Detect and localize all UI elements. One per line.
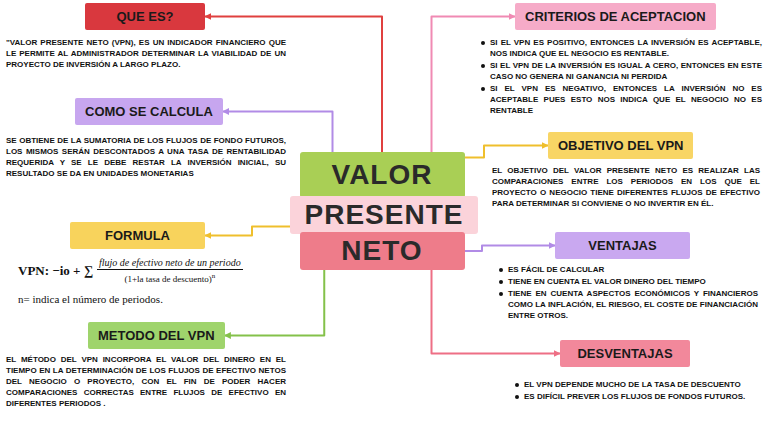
topic-heading: FORMULA bbox=[70, 222, 205, 249]
body-text: EL OBJETIVO DEL VALOR PRESENTE NETO ES R… bbox=[492, 165, 760, 209]
topic-node: METODO DEL VPN EL MÉTODO DEL VPN INCORPOR… bbox=[6, 322, 286, 409]
bullet-item: TIENE EN CUENTA EL VALOR DINERO DEL TIEM… bbox=[496, 276, 758, 287]
bullet-item: ES FÁCIL DE CALCULAR bbox=[496, 264, 758, 275]
body-text: SE OBTIENE DE LA SUMATORIA DE LOS FLUJOS… bbox=[6, 135, 286, 179]
formula-note: n= indica el número de periodos. bbox=[18, 293, 286, 305]
connector-arrow bbox=[223, 112, 333, 153]
topic-node: OBJETIVO DEL VPN EL OBJETIVO DEL VALOR PR… bbox=[492, 132, 760, 209]
topic-heading: DESVENTAJAS bbox=[560, 340, 690, 367]
topic-heading: COMO SE CALCULA bbox=[75, 98, 223, 125]
connector-arrow bbox=[225, 270, 325, 336]
topic-node: FORMULA VPN: −io + ∑ flujo de efectivo net… bbox=[18, 222, 286, 305]
topic-heading: CRITERIOS DE ACEPTACION bbox=[515, 3, 716, 30]
bullet-item: TIENE EN CUENTA ASPECTOS ECONÓMICOS Y FI… bbox=[496, 288, 758, 321]
bullet-item: ES DIFÍCIL PREVER LOS FLUJOS DE FONDOS F… bbox=[512, 391, 752, 402]
connector-arrow bbox=[205, 17, 382, 153]
center-band: NETO bbox=[300, 232, 465, 270]
center-band: VALOR bbox=[300, 152, 465, 198]
topic-heading: VENTAJAS bbox=[555, 232, 690, 259]
topic-heading: METODO DEL VPN bbox=[88, 322, 225, 349]
center-title: NETO bbox=[341, 235, 422, 267]
topic-heading: QUE ES? bbox=[85, 3, 205, 30]
center-title: PRESENTE bbox=[305, 199, 464, 231]
body-text: "VALOR PRESENTE NETO (VPN), ES UN INDICA… bbox=[6, 37, 286, 70]
center-title: VALOR bbox=[332, 159, 433, 191]
bullet-item: EL VPN DEPENDE MUCHO DE LA TASA DE DESCU… bbox=[512, 379, 752, 390]
connector-arrow bbox=[465, 246, 556, 252]
connector-arrow bbox=[465, 146, 549, 158]
topic-heading: OBJETIVO DEL VPN bbox=[548, 132, 693, 159]
topic-node: COMO SE CALCULA SE OBTIENE DE LA SUMATORI… bbox=[6, 98, 286, 179]
connector-arrow bbox=[205, 226, 290, 235]
bullet-item: SI EL VPN ES NEGATIVO, ENTONCES LA INVER… bbox=[478, 83, 762, 116]
bullet-item: SI EL VPN DE LA INVERSIÓN ES IGUAL A CER… bbox=[478, 60, 762, 82]
topic-node: VENTAJASES FÁCIL DE CALCULARTIENE EN CUE… bbox=[496, 232, 758, 322]
formula-denominator: (1+la tasa de descuento) bbox=[124, 274, 211, 284]
center-band: PRESENTE bbox=[290, 196, 478, 234]
topic-node: QUE ES? "VALOR PRESENTE NETO (VPN), ES UN… bbox=[6, 3, 286, 70]
topic-node: CRITERIOS DE ACEPTACION SI EL VPN ES POSI… bbox=[478, 3, 762, 117]
formula-numerator: flujo de efectivo neto de un periodo bbox=[97, 257, 243, 270]
body-text: EL MÉTODO DEL VPN INCORPORA EL VALOR DEL… bbox=[6, 354, 286, 409]
formula-exponent: n bbox=[212, 272, 216, 280]
topic-node: DESVENTAJAS EL VPN DEPENDE MUCHO DE LA TA… bbox=[512, 340, 752, 403]
formula-term: VPN: −io + ∑ bbox=[18, 263, 93, 279]
bullet-item: SI EL VPN ES POSITIVO, ENTONCES LA INVER… bbox=[478, 37, 762, 59]
